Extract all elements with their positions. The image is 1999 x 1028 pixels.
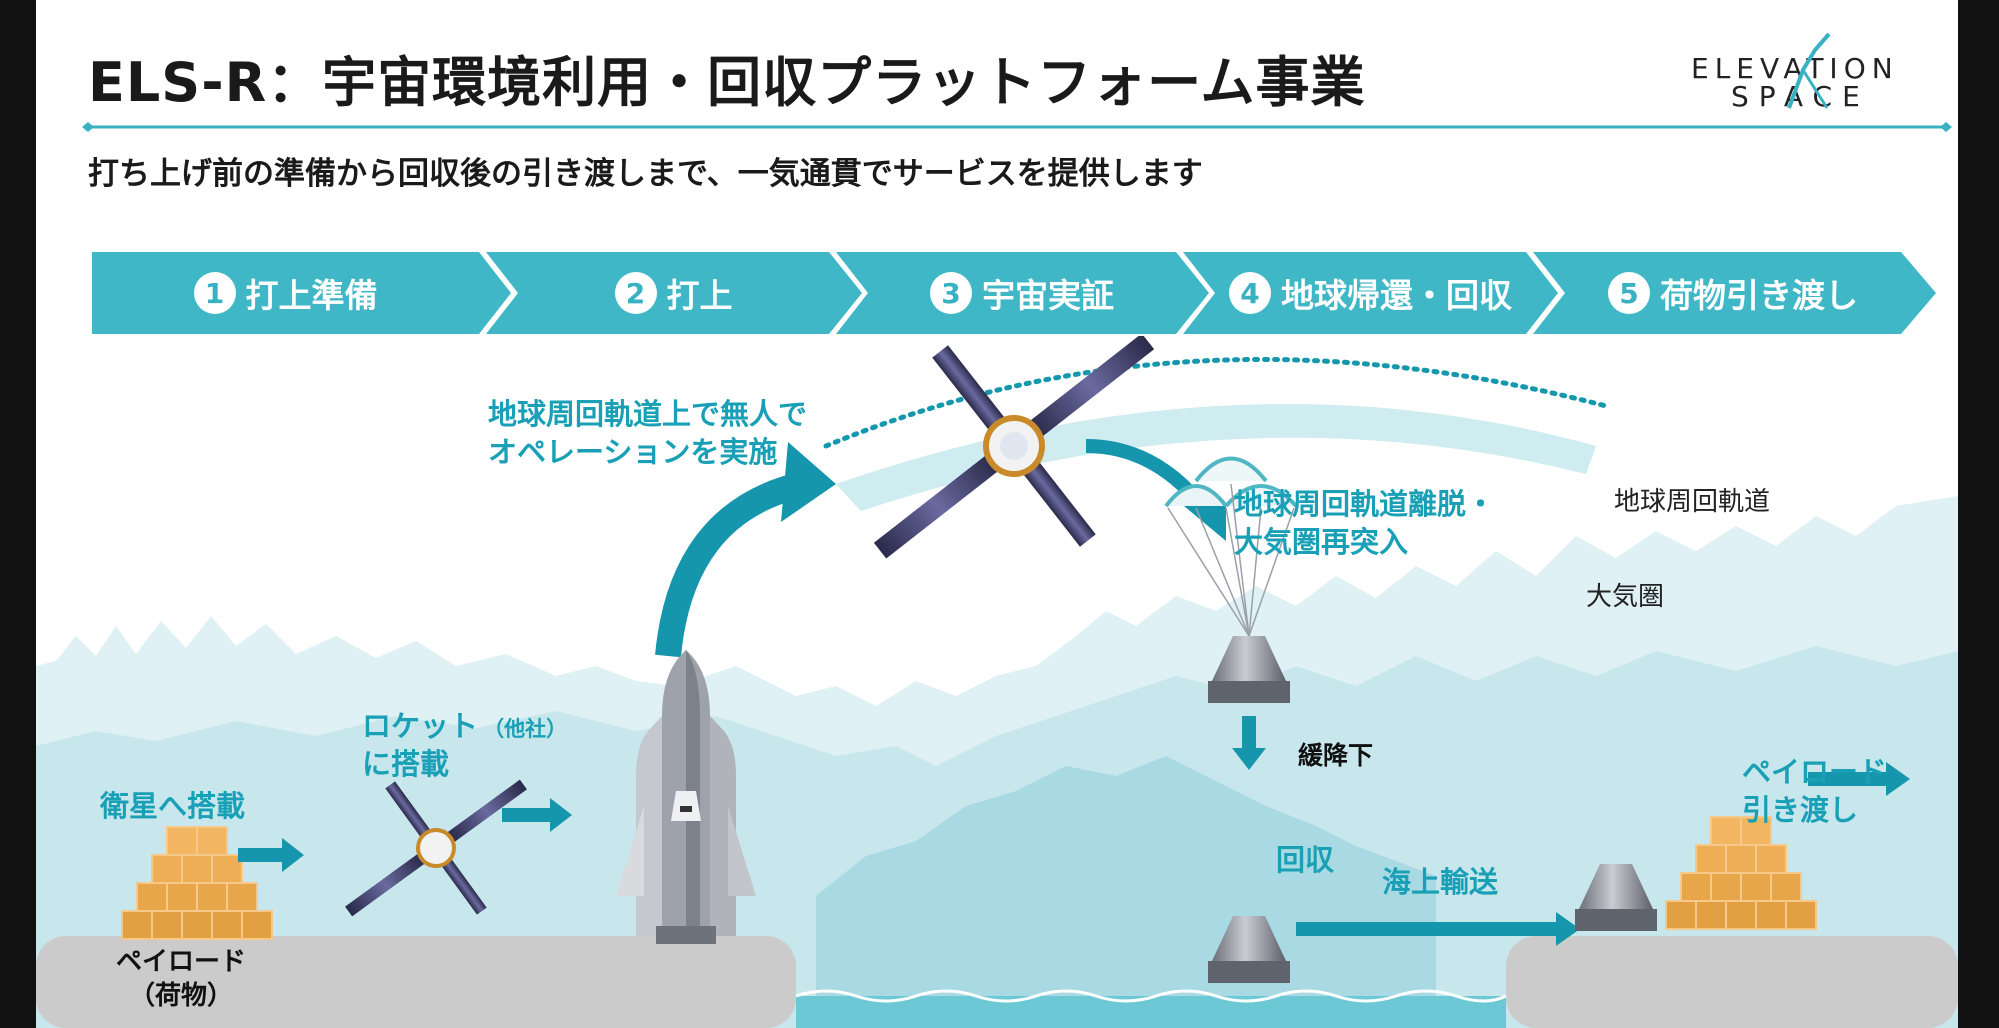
page-title: ELS-R：宇宙環境利用・回収プラットフォーム事業 bbox=[88, 51, 1366, 114]
payload-label-line-2: （荷物） bbox=[128, 980, 233, 1011]
arrow-to-satellite bbox=[238, 838, 304, 872]
payload-boxes-left bbox=[121, 826, 273, 940]
step-3-chevron bbox=[836, 252, 1209, 334]
rocket bbox=[616, 650, 756, 944]
step-5: 5 荷物引き渡し bbox=[1565, 252, 1901, 334]
capsule-delivered bbox=[1575, 864, 1657, 931]
orbit-path bbox=[823, 356, 1609, 449]
handover-ground bbox=[1506, 936, 1958, 1028]
step-2: 2 打上 bbox=[518, 252, 829, 334]
atmosphere-label: 大気圏 bbox=[1586, 582, 1665, 612]
step-3: 3 宇宙実証 bbox=[868, 252, 1176, 334]
step-5-number: 5 bbox=[1608, 272, 1650, 314]
step-4: 4 地球帰還・回収 bbox=[1215, 252, 1526, 334]
step-1-label: 打上準備 bbox=[245, 276, 378, 315]
logo-line-1: ELEVATION bbox=[1691, 52, 1899, 85]
step-1: 1 打上準備 bbox=[92, 252, 479, 334]
recovery-arrow bbox=[1232, 716, 1266, 770]
step-2-label: 打上 bbox=[666, 276, 733, 315]
payload-label-line-1: ペイロード bbox=[115, 947, 246, 977]
step-4-number: 4 bbox=[1229, 272, 1271, 314]
capsule-descent bbox=[1208, 636, 1290, 703]
orbit-label: 地球周回軌道 bbox=[1614, 487, 1771, 517]
capsule-recovered bbox=[1208, 916, 1290, 983]
logo-mark-icon bbox=[1787, 32, 1831, 109]
parachutes bbox=[1164, 456, 1298, 637]
descent-label: 緩降下 bbox=[1298, 741, 1374, 770]
step-3-label: 宇宙実証 bbox=[982, 276, 1114, 315]
step-4-chevron bbox=[1183, 252, 1558, 334]
sea-transport-arrow bbox=[1296, 912, 1580, 946]
handover-label: ペイロード 引き渡し bbox=[1742, 754, 1887, 829]
title-underline bbox=[82, 122, 1952, 132]
scene-illustration bbox=[36, 336, 1958, 1028]
satellite-load-label: 衛星へ搭載 bbox=[100, 789, 246, 823]
step-5-label: 荷物引き渡し bbox=[1660, 276, 1858, 315]
satellite-small bbox=[345, 779, 527, 917]
recovery-label: 回収 bbox=[1276, 843, 1335, 877]
subtitle: 打ち上げ前の準備から回収後の引き渡しまで、一気通貫でサービスを提供します bbox=[88, 156, 1203, 192]
launch-ground bbox=[36, 936, 796, 1028]
step-3-number: 3 bbox=[930, 272, 972, 314]
step-1-number: 1 bbox=[193, 272, 236, 314]
step-1-chevron bbox=[92, 252, 511, 334]
rocket-label-other: （他社） bbox=[483, 717, 568, 741]
satellite-orbit bbox=[873, 336, 1155, 559]
rocket-label: ロケット （他社） に搭載 bbox=[362, 708, 567, 783]
rocket-label-line-1: ロケット bbox=[362, 709, 479, 743]
deorbit-label: 地球周回軌道離脱・ 大気圏再突入 bbox=[1234, 486, 1495, 561]
deorbit-line-1: 地球周回軌道離脱・ bbox=[1234, 487, 1496, 521]
process-banner bbox=[92, 252, 1936, 334]
handover-label-line-2: 引き渡し bbox=[1742, 792, 1859, 827]
orbit-ops-line-1: 地球周回軌道上で無人で bbox=[488, 397, 808, 431]
deorbit-line-2: 大気圏再突入 bbox=[1234, 524, 1409, 559]
logo: ELEVATION SPACE bbox=[1691, 30, 1951, 113]
slide: ELS-R：宇宙環境利用・回収プラットフォーム事業 ELEVATION SPAC… bbox=[36, 0, 1958, 1028]
step-4-label: 地球帰還・回収 bbox=[1281, 276, 1512, 315]
rocket-label-line-2: に搭載 bbox=[362, 746, 450, 781]
arrow-to-rocket bbox=[502, 798, 572, 832]
sea bbox=[796, 996, 1506, 1028]
payload-label: ペイロード （荷物） bbox=[96, 946, 266, 1014]
launch-arc-arrow bbox=[655, 473, 800, 658]
orbit-ops-label: 地球周回軌道上で無人で オペレーションを実施 bbox=[488, 396, 807, 471]
payload-boxes-right bbox=[1665, 816, 1817, 930]
step-2-number: 2 bbox=[614, 272, 657, 314]
handover-label-line-1: ペイロード bbox=[1742, 755, 1888, 789]
orbit-ops-line-2: オペレーションを実施 bbox=[488, 434, 778, 469]
handover-arrow bbox=[1808, 762, 1910, 796]
sea-transport-label: 海上輸送 bbox=[1382, 865, 1499, 899]
step-2-chevron bbox=[486, 252, 862, 334]
